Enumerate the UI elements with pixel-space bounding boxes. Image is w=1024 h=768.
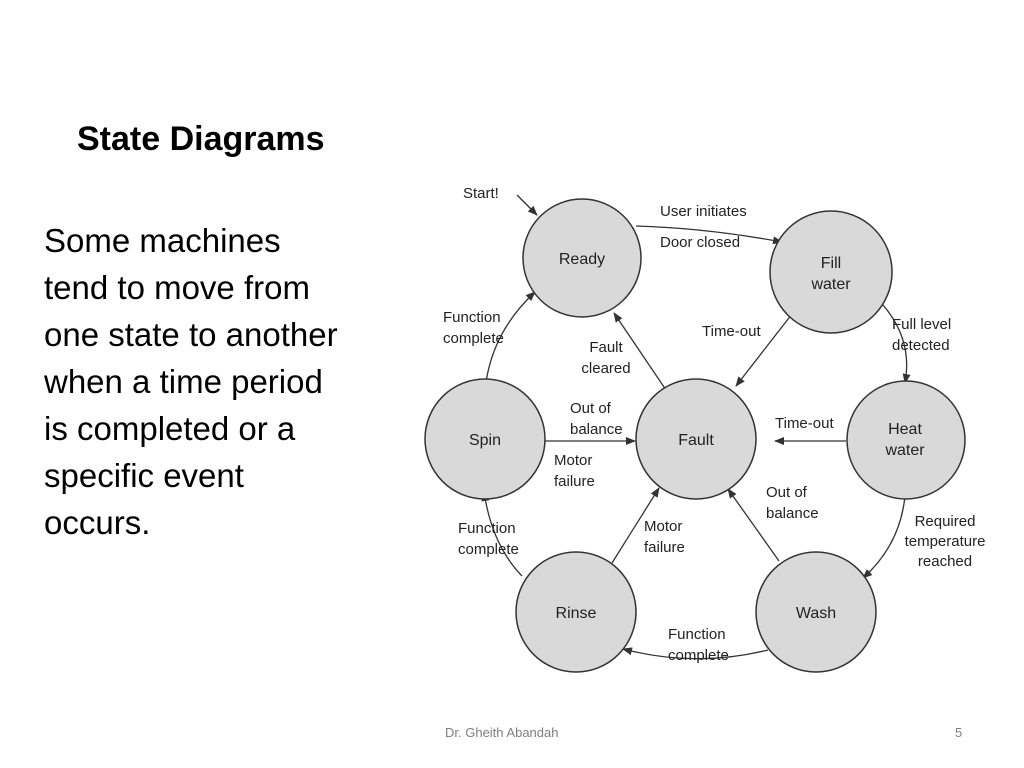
arrow-wash-to-fault [727,488,780,562]
state-label: Fault [678,432,714,449]
slide-title: State Diagrams [77,120,325,158]
body-line: specific event [44,457,244,494]
state-label: Wash [796,605,836,622]
state-ready: Ready [522,198,642,318]
transition-label-fault-cleared: cleared [581,360,630,377]
transition-label-rinse-motor-failure: Motor [644,518,682,535]
transition-label-wash-complete: Function [668,626,726,643]
transition-label-wash-out-of-balance: balance [766,505,819,522]
body-line: one state to another [44,316,338,353]
body-line: when a time period [44,363,323,400]
transition-label-wash-out-of-balance: Out of [766,484,808,501]
arrow-wash-to-rinse [622,647,769,660]
state-fault: Fault [635,378,757,500]
transition-label-fill-timeout: Time-out [702,323,761,340]
transition-label-fault-cleared: Fault [589,339,623,356]
transition-label-rinse-motor-failure: failure [644,539,685,556]
state-heat-water: Heat water [846,380,966,500]
arrow-start [516,194,538,216]
transition-label-heat-timeout: Time-out [775,415,834,432]
arrow-fault-to-ready [613,312,667,391]
body-line: tend to move from [44,269,310,306]
transition-label-full-level: Full level [892,316,951,333]
body-line: occurs. [44,504,151,541]
transition-label-spin-out-of-balance: Out of [570,400,612,417]
state-label: Fill [821,255,841,272]
slide-body-text: Some machines tend to move from one stat… [44,217,414,546]
transition-label-start: Start! [463,185,499,202]
transition-label-wash-complete: complete [668,647,729,664]
arrow-fill-to-heat [882,304,911,384]
state-wash: Wash [755,551,877,673]
state-fill-water: Fill water [769,210,893,334]
state-label: water [884,442,925,459]
transition-label-door-closed: Door closed [660,234,740,251]
state-label: Rinse [556,605,597,622]
arrow-rinse-to-fault [611,487,660,564]
transition-label-full-level: detected [892,337,950,354]
page-number: 5 [955,725,963,740]
transition-label-spin-complete: Function [443,309,501,326]
transition-label-required-temp: temperature [905,533,986,550]
transition-label-required-temp: reached [918,553,972,570]
state-rinse: Rinse [515,551,637,673]
arrow-ready-to-fill [635,225,783,245]
footer-author: Dr. Gheith Abandah [445,725,559,740]
transition-label-rinse-complete: Function [458,520,516,537]
state-label: Heat [888,421,922,438]
state-label: water [810,276,851,293]
state-label: Spin [469,432,501,449]
transition-label-user-initiates: User initiates [660,203,747,220]
state-spin: Spin [424,378,546,500]
transition-label-rinse-complete: complete [458,541,519,558]
transition-label-spin-out-of-balance: balance [570,421,623,438]
transition-label-required-temp: Required [915,513,976,530]
transition-label-spin-motor-failure: Motor [554,452,592,469]
transition-label-spin-motor-failure: failure [554,473,595,490]
body-line: is completed or a [44,410,296,447]
body-line: Some machines [44,222,281,259]
arrow-heat-to-wash [862,495,906,579]
arrow-fill-to-fault [735,313,793,387]
state-label: Ready [559,251,605,268]
arrow-spin-to-ready [485,291,536,383]
transition-label-spin-complete: complete [443,330,504,347]
arrow-rinse-to-spin [481,491,523,577]
